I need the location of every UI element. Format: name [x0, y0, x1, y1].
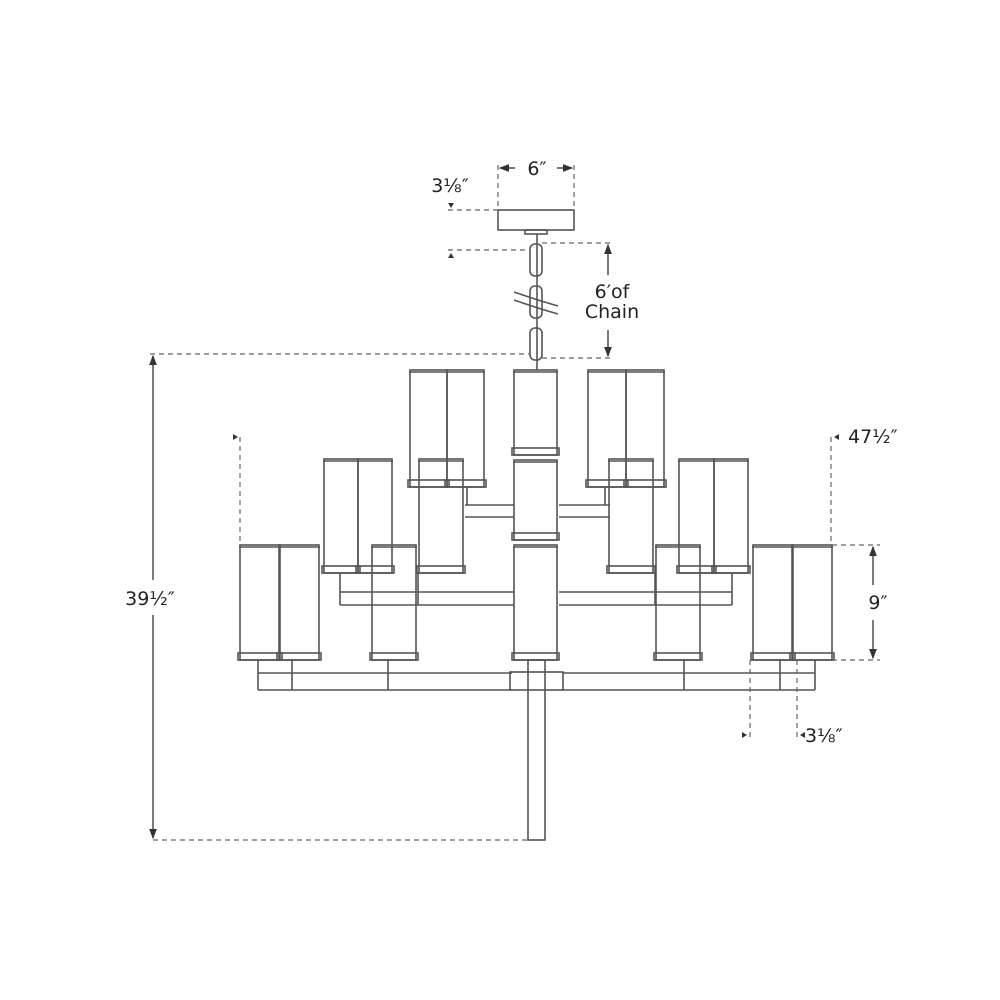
- shade-height-label: 9″: [868, 592, 887, 614]
- lamp-shade: [369, 544, 419, 661]
- lamp-shade: [511, 369, 560, 456]
- lamp-shade: [789, 544, 835, 661]
- shades: [237, 369, 835, 661]
- lamp-shade: [355, 458, 395, 574]
- chain-length-label: 6′of: [595, 281, 631, 303]
- lamp-shade: [711, 458, 751, 574]
- lamp-shade: [750, 544, 796, 661]
- lamp-shade: [676, 458, 717, 574]
- lamp-shade: [585, 369, 629, 488]
- shade-width-label: 3⅛″: [805, 725, 843, 747]
- lamp-shade: [276, 544, 322, 661]
- center-stem: [527, 659, 546, 841]
- lamp-shade: [511, 459, 560, 541]
- chain: [513, 234, 559, 370]
- lamp-shade: [606, 458, 656, 574]
- lamp-shade: [444, 369, 487, 488]
- chain-label: Chain: [585, 301, 639, 323]
- overall-height-label: 39½″: [125, 588, 175, 610]
- lamp-shade: [321, 458, 361, 574]
- arms: [257, 487, 816, 691]
- lamp-shade: [511, 544, 560, 661]
- canopy-height-label: 3⅛″: [431, 175, 469, 197]
- lamp-shade: [237, 544, 283, 661]
- lamp-shade: [407, 369, 450, 488]
- lamp-shade: [416, 458, 466, 574]
- lamp-shade: [653, 544, 703, 661]
- canopy: [497, 209, 575, 235]
- overall-width-label: 47½″: [848, 426, 898, 448]
- canopy-width-label: 6″: [527, 158, 546, 180]
- lamp-shade: [623, 369, 667, 488]
- dimension-lines: [149, 164, 880, 841]
- hub: [509, 671, 564, 691]
